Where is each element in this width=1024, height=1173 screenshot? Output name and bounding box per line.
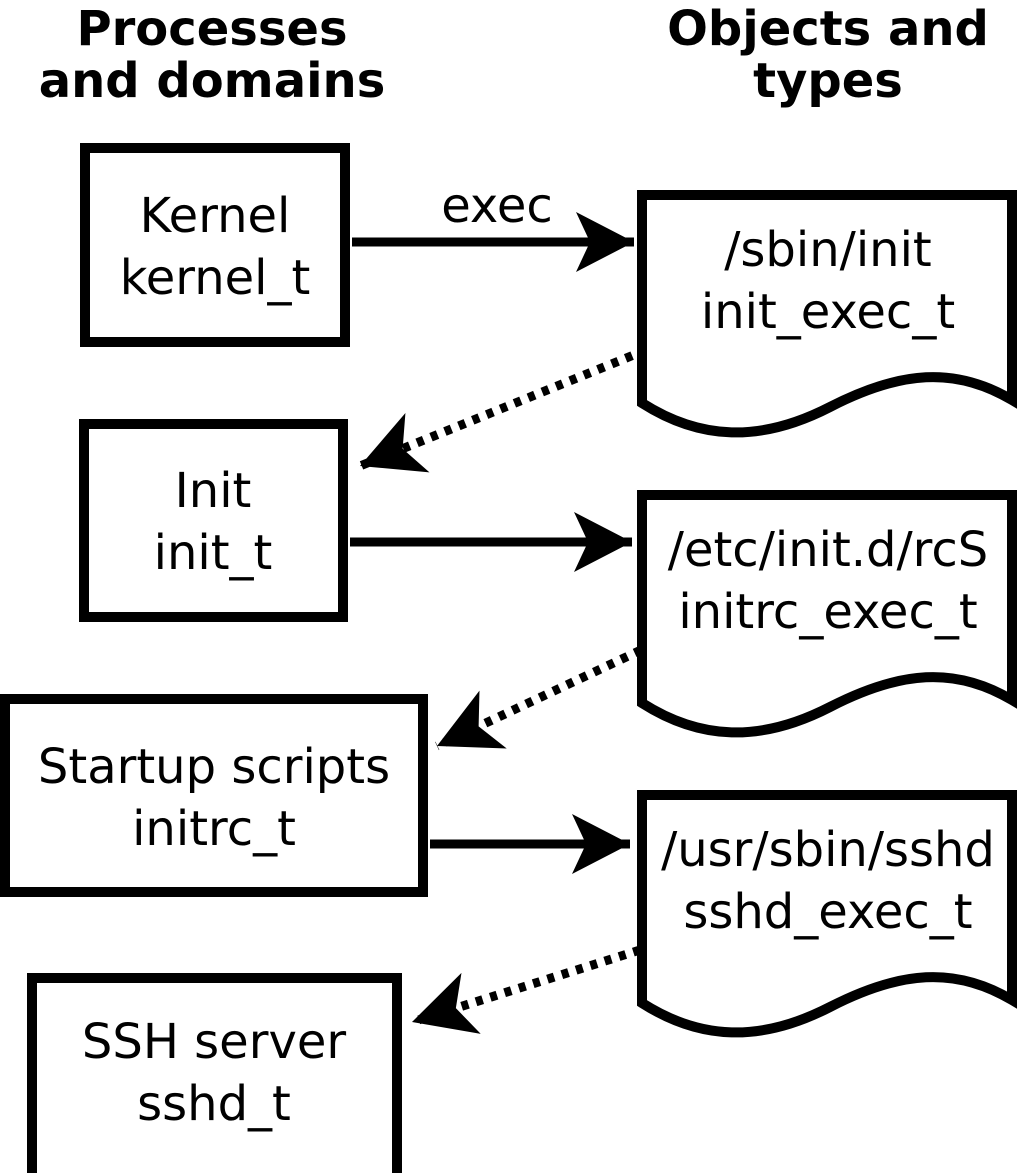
startup-scripts-name-label: Startup scripts	[38, 739, 390, 795]
column-header-objects: Objects and types	[667, 1, 989, 109]
sbin-init-path-label: /sbin/init	[724, 222, 932, 278]
edge-transition-rcs-to-initrc	[435, 645, 643, 751]
init-name-label: Init	[175, 463, 252, 519]
sbin-init-doc-shape	[637, 190, 1017, 438]
process-box-init: Init init_t	[79, 419, 348, 622]
edge-transition-sbin-init-to-init	[358, 345, 648, 473]
process-box-ssh-server: SSH server sshd_t	[27, 973, 402, 1173]
startup-scripts-box-shape	[0, 694, 428, 897]
usr-sbin-sshd-doc-shape	[637, 790, 1017, 1038]
ssh-server-type-label: sshd_t	[137, 1076, 291, 1132]
etc-initd-rcs-type-label: initrc_exec_t	[678, 584, 977, 640]
column-header-processes: Processes and domains	[39, 1, 386, 109]
kernel-type-label: kernel_t	[120, 250, 311, 306]
object-doc-sbin-init: /sbin/init init_exec_t	[637, 190, 1017, 438]
process-box-startup-scripts: Startup scripts initrc_t	[0, 694, 428, 897]
init-box-shape	[79, 419, 348, 622]
usr-sbin-sshd-path-label: /usr/sbin/sshd	[661, 822, 995, 878]
processes-header-line2: and domains	[39, 53, 386, 109]
ssh-server-box-shape	[27, 973, 402, 1173]
usr-sbin-sshd-type-label: sshd_exec_t	[683, 884, 972, 940]
objects-header-line1: Objects and	[667, 1, 989, 57]
etc-initd-rcs-doc-shape	[637, 490, 1017, 738]
init-type-label: init_t	[154, 525, 273, 581]
ssh-server-name-label: SSH server	[82, 1014, 347, 1070]
object-doc-usr-sbin-sshd: /usr/sbin/sshd sshd_exec_t	[637, 790, 1017, 1038]
startup-scripts-type-label: initrc_t	[132, 801, 296, 857]
processes-header-line1: Processes	[76, 1, 347, 57]
exec-edge-label: exec	[441, 178, 553, 234]
process-box-kernel: Kernel kernel_t	[80, 143, 350, 347]
edges: exec	[350, 178, 648, 1034]
kernel-name-label: Kernel	[140, 188, 291, 244]
etc-initd-rcs-path-label: /etc/init.d/rcS	[668, 522, 988, 578]
edge-transition-sshd-exec-to-sshd	[410, 945, 642, 1034]
objects-header-line2: types	[753, 53, 903, 109]
object-doc-etc-initd-rcs: /etc/init.d/rcS initrc_exec_t	[637, 490, 1017, 738]
kernel-box-shape	[80, 143, 350, 347]
sbin-init-type-label: init_exec_t	[701, 284, 955, 340]
